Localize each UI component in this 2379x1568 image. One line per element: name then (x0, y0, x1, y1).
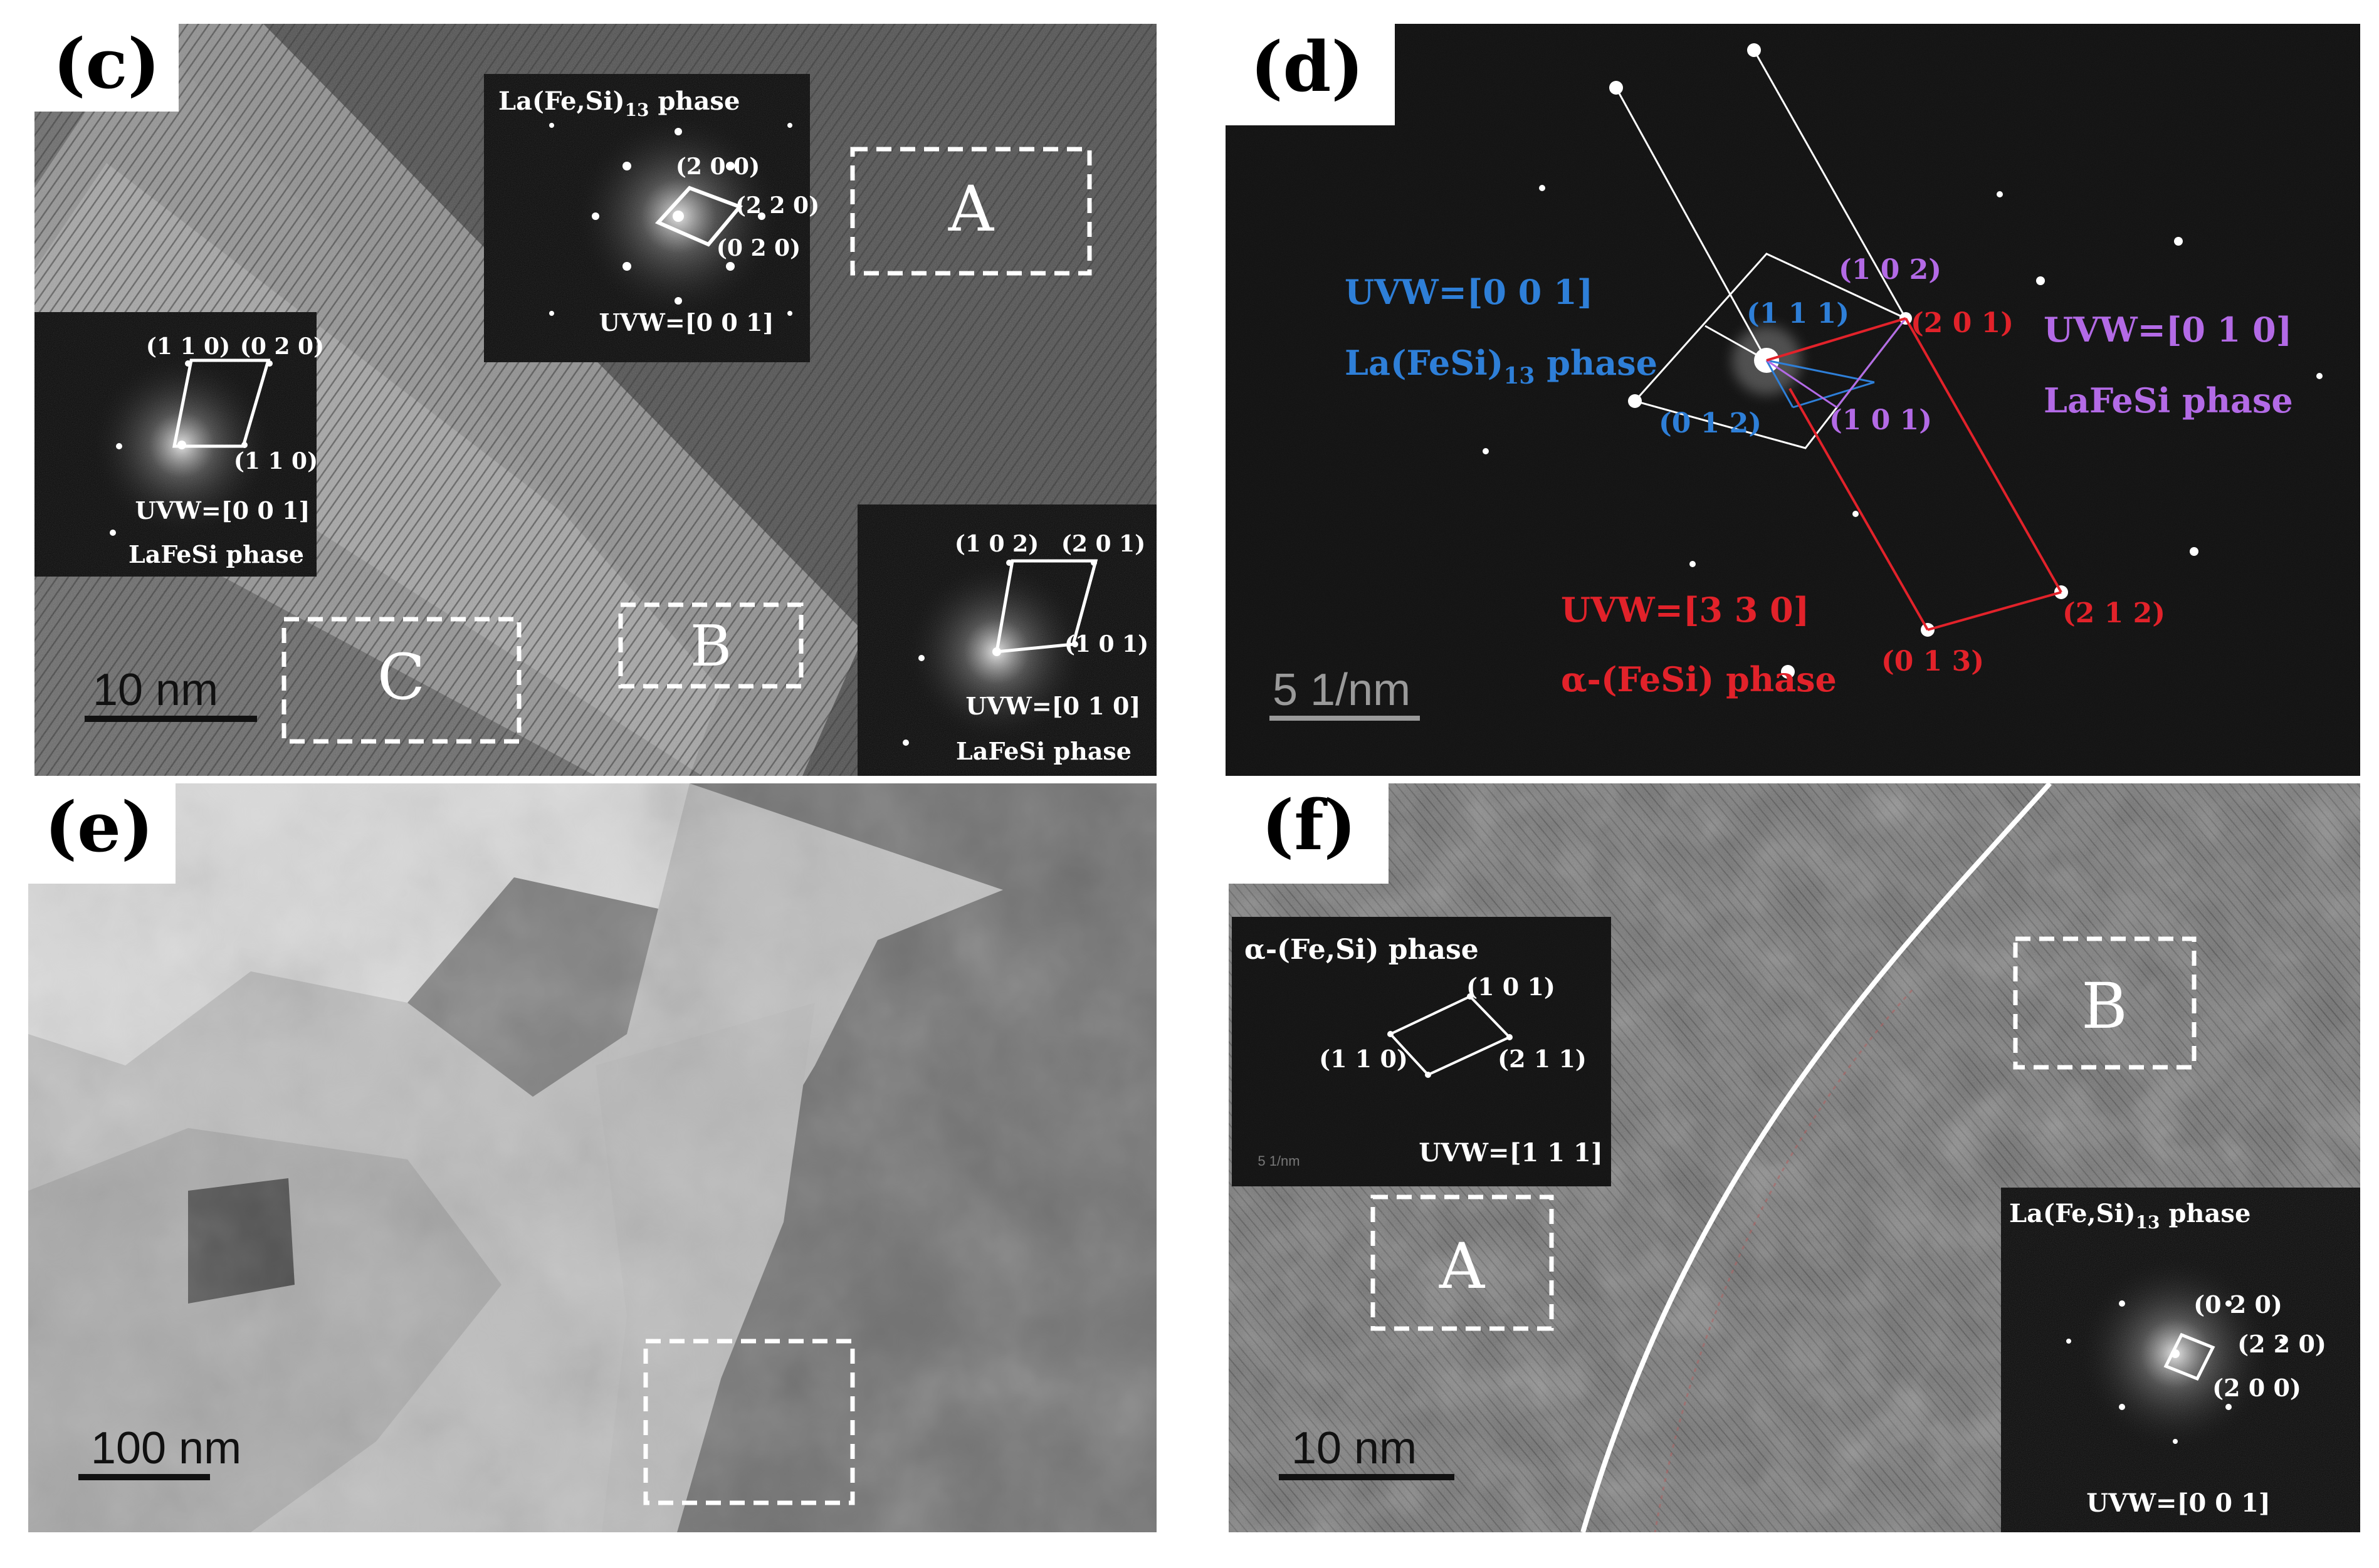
panel-c-region-a (850, 147, 1092, 276)
panel-c-inset-lafesi-001: (1 1 0) (0 2 0) (1 1 0) UVW=[0 0 1] LaFe… (34, 312, 324, 577)
panel-c-inset2-spot-020: (0 2 0) (240, 333, 324, 360)
panel-f-boundary-line (1580, 783, 2052, 1532)
panel-f-inset1-scale: 5 1/nm (1258, 1153, 1300, 1169)
panel-c-inset3-spot-201: (2 0 1) (1061, 531, 1145, 557)
panel-d-label: (d) (1250, 26, 1363, 107)
panel-f-label-box (1229, 783, 1389, 884)
panel-f-region-a-label: A (1439, 1230, 1486, 1303)
panel-d-purple-phase: LaFeSi phase (2044, 380, 2293, 421)
panel-d-purple-spot-102: (1 0 2) (1839, 254, 1941, 286)
panel-d-blue-phase: La(FeSi)13 phase (1345, 343, 1657, 389)
panel-d-blue-lattice (1765, 359, 1875, 409)
panel-c-inset1-title: La(Fe,Si) (498, 86, 625, 116)
panel-c-scale-label: 10 nm (93, 665, 218, 715)
panel-c-inset3-phase: LaFeSi phase (956, 737, 1132, 765)
panel-d-red-phase: α-(FeSi) phase (1561, 659, 1837, 699)
panel-c-region-b-label: B (690, 614, 732, 679)
panel-c-inset2-spot-110a: (1 1 0) (146, 333, 230, 360)
svg-text:La(Fe,Si)13 phase: La(Fe,Si)13 phase (2009, 1199, 2250, 1233)
panel-f-inset2-spot-020: (0 2 0) (2193, 1290, 2282, 1319)
panel-f-scale-bar (1279, 1474, 1454, 1480)
panel-e-scale-label: 100 nm (91, 1423, 241, 1473)
panel-d-purple-uvw: UVW=[0 1 0] (2044, 310, 2292, 350)
panel-c-inset3-spot-101: (1 0 1) (1064, 631, 1148, 657)
panel-f-inset2-spot-220: (2 2 0) (2237, 1330, 2326, 1358)
panel-c-inset-lafesi-010: (1 0 2) (2 0 1) (1 0 1) UVW=[0 1 0] LaFe… (858, 504, 1157, 776)
panel-d-purple-spot-101: (1 0 1) (1829, 404, 1932, 436)
panel-c-label-box (34, 24, 179, 112)
panel-f-region-a (1370, 1194, 1554, 1331)
panel-c-inset-lafesi13: La(Fe,Si)13 phase (2 0 0) (2 2 0) (0 2 0… (484, 74, 819, 362)
panel-c-region-c (281, 617, 522, 744)
panel-f-inset1-spot-211: (2 1 1) (1498, 1045, 1587, 1073)
panel-f-inset2-uvw: UVW=[0 0 1] (2086, 1488, 2271, 1518)
panel-f-inset1-title: α-(Fe,Si) phase (1244, 934, 1479, 966)
panel-c-inset3-uvw: UVW=[0 1 0] (966, 692, 1141, 720)
panel-c-region-c-label: C (377, 640, 426, 714)
panel-c-inset1-spot-220: (2 2 0) (735, 192, 819, 219)
panel-d-blue-spot-012: (0 1 2) (1659, 407, 1762, 439)
panel-e: (e) 100 nm (28, 783, 1157, 1532)
panel-f-label: (f) (1261, 785, 1356, 865)
panel-f-scale-label: 10 nm (1291, 1423, 1417, 1473)
panel-f-region-b-label: B (2081, 970, 2128, 1043)
panel-d-scale-label: 5 1/nm (1273, 665, 1410, 715)
panel-f: (f) A B 10 nm α-(Fe,Si) phase (1 0 1) (1… (1229, 783, 2360, 1532)
panel-e-label-box (28, 783, 176, 884)
panel-e-region (643, 1339, 855, 1505)
panel-f-inset1-uvw: UVW=[1 1 1] (1419, 1138, 1603, 1168)
panel-c-inset3-spot-102: (1 0 2) (955, 531, 1039, 557)
panel-f-inset2-spot-200: (2 0 0) (2212, 1374, 2301, 1402)
panel-d-blue-spot-111: (1 1 1) (1746, 298, 1849, 330)
panel-c-region-b (618, 602, 804, 689)
panel-c-inset1-spot-200: (2 0 0) (676, 154, 760, 180)
panel-c-inset2-spot-110b: (1 1 0) (234, 448, 318, 474)
panel-d-red-uvw: UVW=[3 3 0] (1561, 590, 1809, 630)
panel-c-inset1-uvw: UVW=[0 0 1] (599, 308, 774, 337)
panel-d-red-spot-212: (2 1 2) (2062, 597, 2165, 629)
panel-f-inset2-title: La(Fe,Si) (2009, 1199, 2136, 1228)
panel-d-scale-bar (1269, 716, 1420, 721)
panel-d-label-box (1226, 24, 1395, 125)
panel-d-red-lattice (1766, 317, 2062, 631)
svg-text:La(Fe,Si)13 phase: La(Fe,Si)13 phase (498, 86, 740, 120)
panel-d-red-spot-201: (2 0 1) (1911, 307, 2014, 339)
panel-d-red-spot-013: (0 1 3) (1881, 645, 1984, 677)
panel-c: (c) A B C 10 nm La(Fe (34, 23, 1157, 776)
panel-c-label: (c) (53, 23, 160, 104)
panel-d: (d) (1226, 24, 2360, 776)
panel-f-inset-lafesi13: La(Fe,Si)13 phase (0 2 0) (2 2 0) (2 0 0… (2001, 1188, 2360, 1532)
panel-c-inset2-phase: LaFeSi phase (129, 540, 304, 568)
panel-e-label: (e) (45, 787, 154, 867)
panel-e-scale-bar (78, 1474, 210, 1480)
panel-c-scale-bar (85, 716, 257, 722)
panel-f-inset1-spot-110: (1 1 0) (1319, 1045, 1408, 1073)
panel-c-inset1-spot-020: (0 2 0) (717, 235, 801, 261)
panel-d-blue-uvw: UVW=[0 0 1] (1345, 272, 1593, 312)
panel-f-region-b (2013, 936, 2197, 1070)
panel-c-inset2-uvw: UVW=[0 0 1] (135, 496, 310, 525)
panel-c-region-a-label: A (948, 172, 995, 246)
panel-f-inset1-spot-101: (1 0 1) (1466, 973, 1555, 1001)
panel-f-inset-alpha-fesi: α-(Fe,Si) phase (1 0 1) (1 1 0) (2 1 1) … (1232, 917, 1611, 1186)
